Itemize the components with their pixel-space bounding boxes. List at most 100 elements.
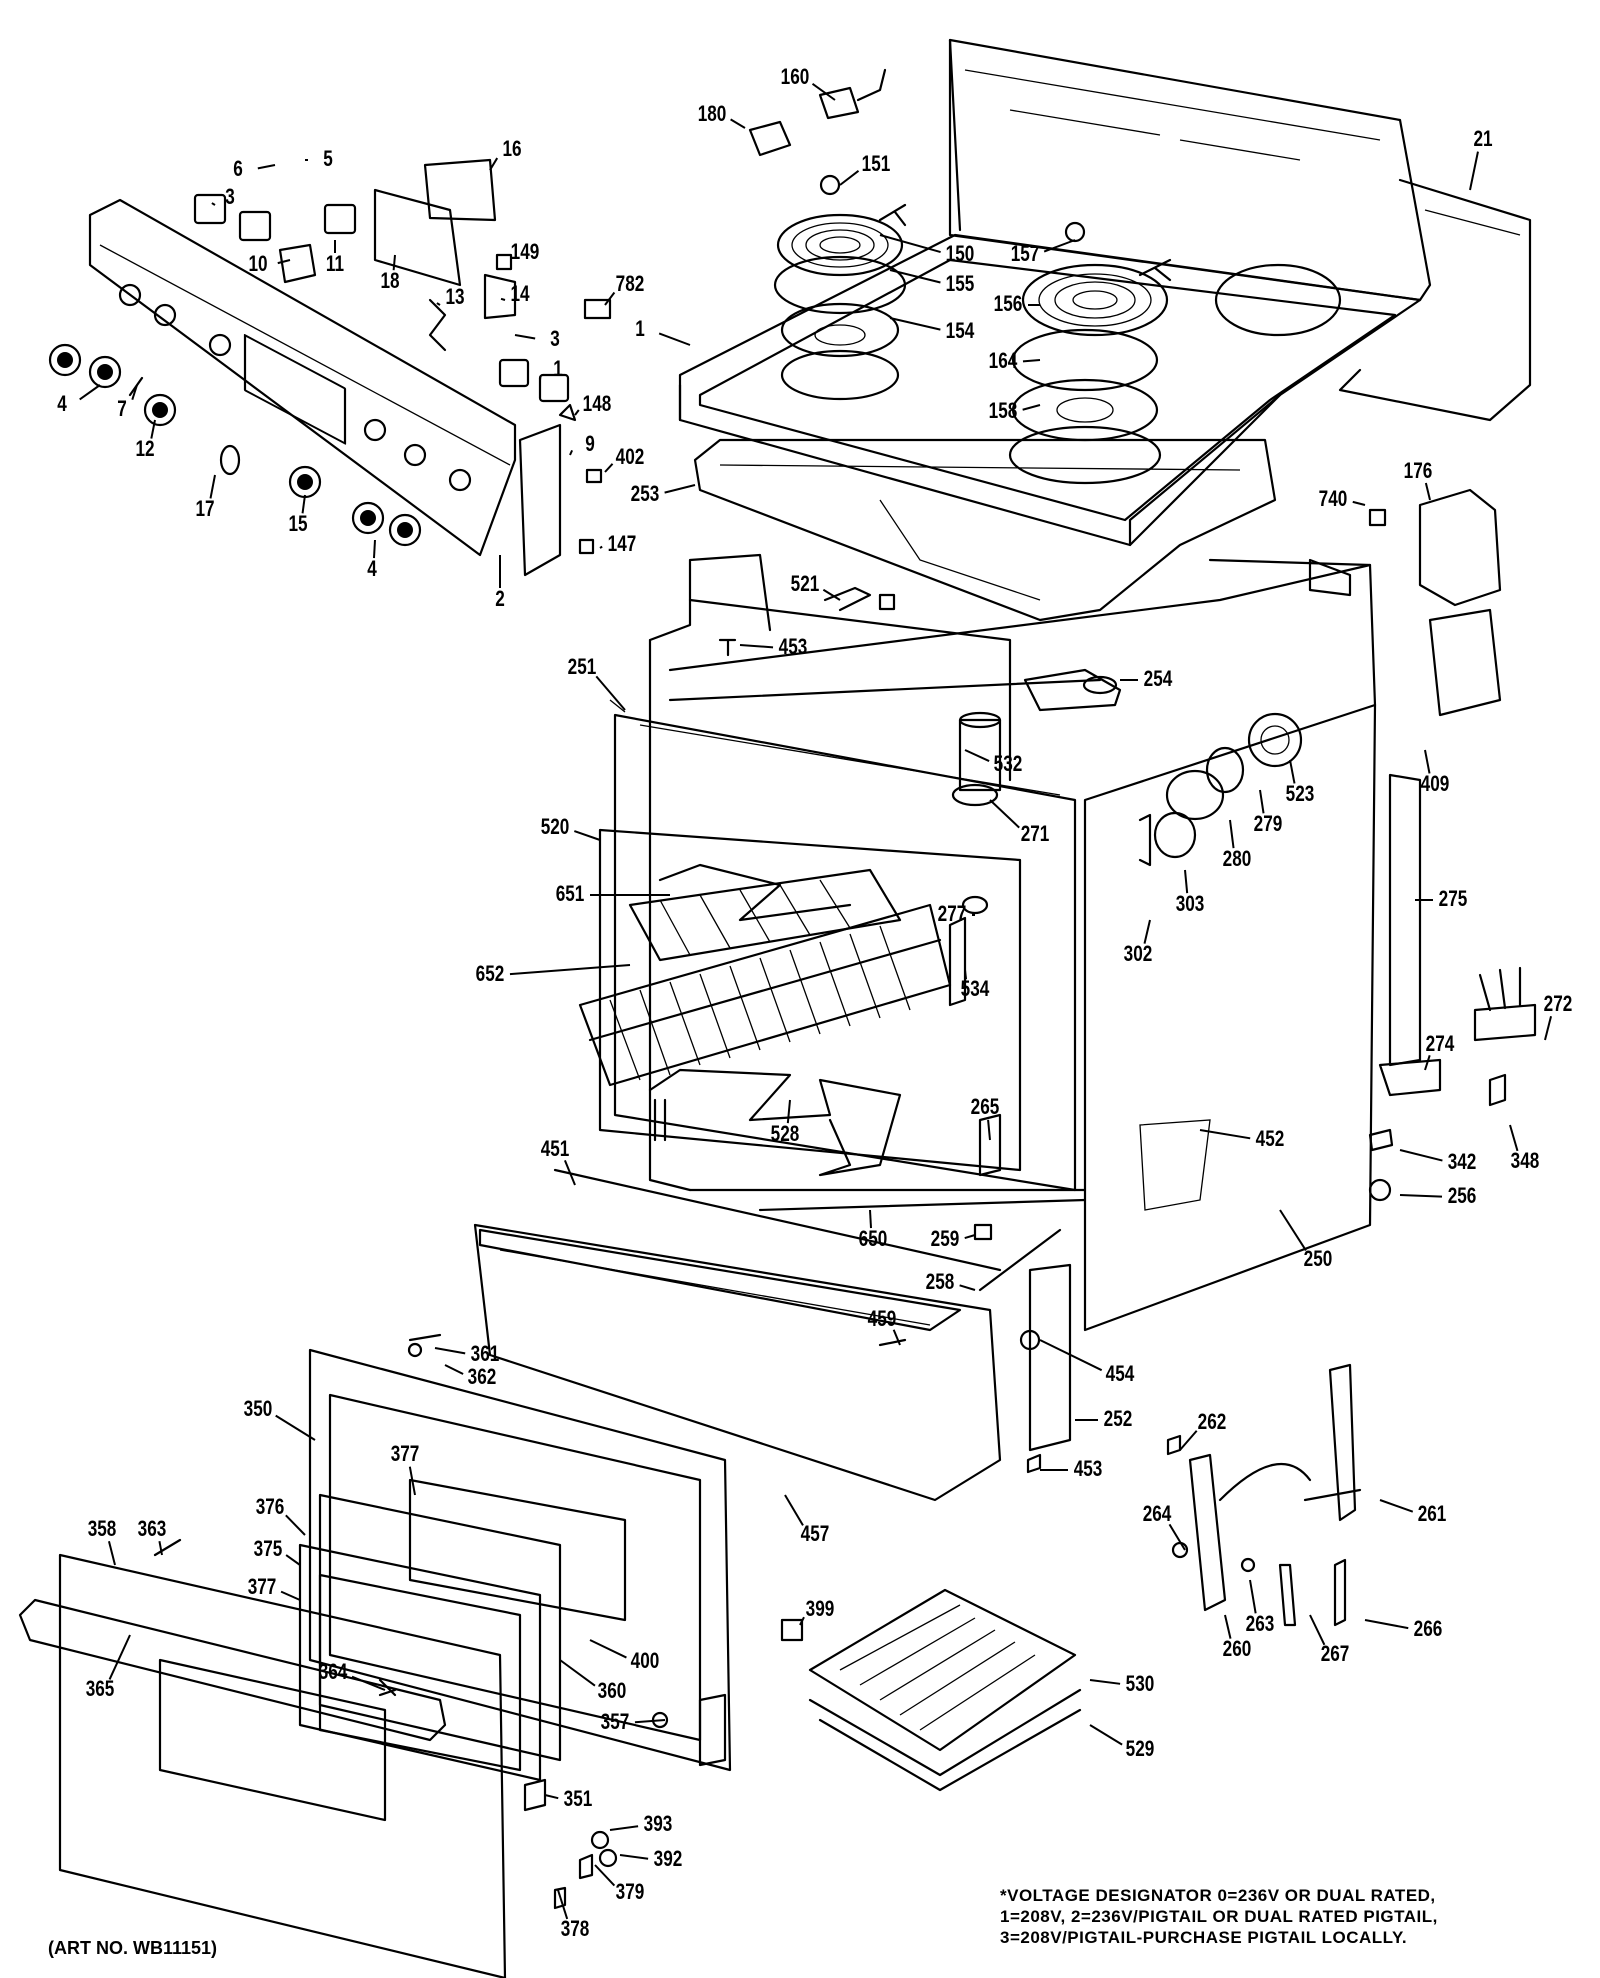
callout-274: 274 — [1426, 1032, 1455, 1057]
callout-451: 451 — [541, 1137, 570, 1162]
leader-line-364 — [351, 1675, 386, 1691]
broiler-pan — [808, 1588, 1082, 1792]
leader-line-260 — [1224, 1614, 1232, 1639]
callout-348: 348 — [1511, 1149, 1540, 1174]
leader-line-1 — [658, 332, 691, 346]
callout-650: 650 — [859, 1227, 888, 1252]
leader-line-361 — [434, 1347, 466, 1355]
callout-361: 361 — [471, 1342, 500, 1367]
leader-line-452 — [1199, 1129, 1251, 1140]
leader-line-532 — [964, 749, 990, 762]
leader-line-376 — [285, 1514, 306, 1536]
callout-263: 263 — [1246, 1612, 1275, 1637]
leader-line-360 — [559, 1659, 596, 1687]
leader-line-256 — [1399, 1194, 1443, 1198]
callout-534: 534 — [961, 977, 990, 1002]
callout-532: 532 — [994, 752, 1023, 777]
callout-156: 156 — [994, 292, 1023, 317]
callout-651: 651 — [556, 882, 585, 907]
callout-275: 275 — [1439, 887, 1468, 912]
callout-363: 363 — [138, 1517, 167, 1542]
leader-line-279 — [1259, 789, 1265, 814]
leader-line-358 — [107, 1541, 116, 1566]
callout-452: 452 — [1256, 1127, 1285, 1152]
callout-266: 266 — [1414, 1617, 1443, 1642]
leader-line-4 — [79, 384, 101, 401]
callout-11: 11 — [326, 252, 344, 277]
leader-line-528 — [786, 1099, 791, 1124]
callout-459: 459 — [868, 1307, 897, 1332]
callout-272: 272 — [1544, 992, 1573, 1017]
callout-149: 149 — [511, 240, 540, 265]
callout-378: 378 — [561, 1917, 590, 1942]
callout-13: 13 — [445, 285, 464, 310]
leader-line-10 — [277, 259, 291, 265]
callout-3: 3 — [225, 185, 235, 210]
leader-line-342 — [1399, 1149, 1443, 1162]
leader-line-180 — [730, 118, 746, 129]
callout-251: 251 — [568, 655, 597, 680]
infinite-switches — [193, 158, 612, 577]
leader-line-365 — [108, 1634, 131, 1680]
oven-rack — [578, 903, 952, 1087]
leader-line-523 — [1289, 759, 1296, 784]
callout-279: 279 — [1254, 812, 1283, 837]
leader-line-377 — [408, 1466, 416, 1496]
leader-line-250 — [1279, 1209, 1307, 1251]
leader-line-251 — [595, 675, 626, 711]
leader-line-4 — [372, 539, 376, 559]
callout-357: 357 — [601, 1710, 630, 1735]
back-panel — [1338, 178, 1532, 422]
terminal-block — [748, 68, 1086, 243]
callout-528: 528 — [771, 1122, 800, 1147]
oven-liner — [598, 598, 1077, 1192]
leader-line-263 — [1249, 1579, 1257, 1614]
callout-151: 151 — [862, 152, 891, 177]
leader-line-454 — [1039, 1339, 1103, 1372]
leader-line-451 — [563, 1160, 576, 1186]
oven-light — [951, 668, 1303, 867]
callout-652: 652 — [476, 962, 505, 987]
leader-line-154 — [889, 317, 941, 331]
leader-line-6 — [257, 164, 276, 170]
callout-267: 267 — [1321, 1642, 1350, 1667]
callout-16: 16 — [502, 137, 521, 162]
callout-158: 158 — [989, 399, 1018, 424]
leader-line-378 — [557, 1889, 569, 1920]
callout-409: 409 — [1421, 772, 1450, 797]
callout-4: 4 — [57, 392, 67, 417]
callout-457: 457 — [801, 1522, 830, 1547]
callout-253: 253 — [631, 482, 660, 507]
callout-362: 362 — [468, 1365, 497, 1390]
callout-400: 400 — [631, 1649, 660, 1674]
callout-260: 260 — [1223, 1637, 1252, 1662]
footnote-line-2: 1=208V, 2=236V/PIGTAIL OR DUAL RATED PIG… — [1000, 1907, 1438, 1926]
leader-line-459 — [892, 1329, 901, 1346]
leader-line-377 — [280, 1590, 301, 1601]
leader-line-393 — [609, 1825, 639, 1831]
leader-line-13 — [436, 302, 441, 306]
callout-529: 529 — [1126, 1737, 1155, 1762]
voltage-designator-footnote: *VOLTAGE DESIGNATOR 0=236V OR DUAL RATED… — [1000, 1885, 1590, 1948]
callout-5: 5 — [323, 147, 333, 172]
leader-line-160 — [811, 82, 836, 101]
callout-9: 9 — [585, 432, 595, 457]
callout-leader-lines — [79, 82, 1553, 1920]
callout-21: 21 — [1473, 127, 1492, 152]
callout-252: 252 — [1104, 1407, 1133, 1432]
leader-line-650 — [869, 1209, 873, 1229]
leader-line-303 — [1184, 869, 1189, 894]
leader-line-3 — [211, 202, 216, 206]
callout-530: 530 — [1126, 1672, 1155, 1697]
callout-259: 259 — [931, 1227, 960, 1252]
leader-line-261 — [1379, 1499, 1414, 1513]
callout-280: 280 — [1223, 847, 1252, 872]
callout-254: 254 — [1144, 667, 1173, 692]
leader-line-18 — [392, 254, 396, 271]
oven-rack-upper — [628, 868, 902, 962]
callout-148: 148 — [583, 392, 612, 417]
callout-3: 3 — [550, 327, 560, 352]
callout-6: 6 — [233, 157, 243, 182]
leader-line-7 — [131, 384, 138, 401]
